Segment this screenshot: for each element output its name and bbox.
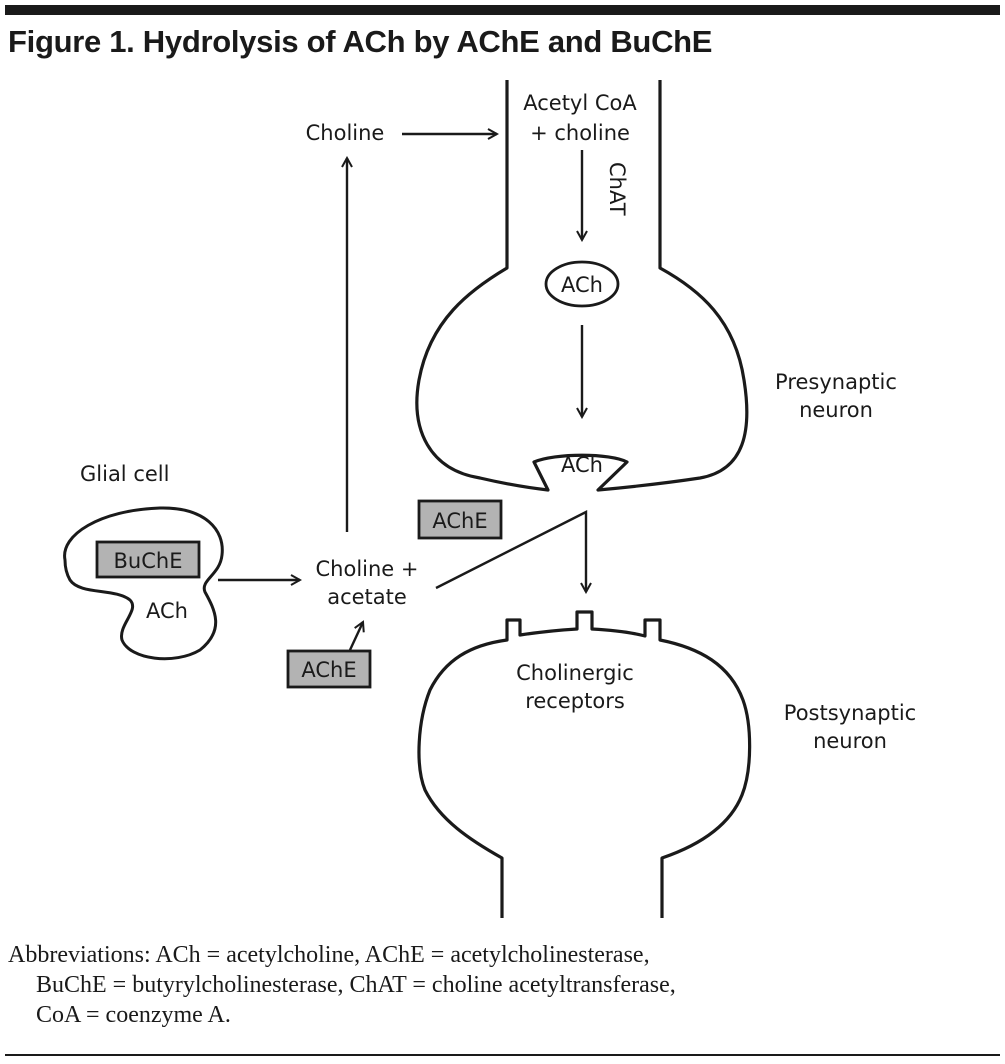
abbreviations-line-1: Abbreviations: ACh = acetylcholine, AChE… [8, 942, 650, 968]
receptors-label: receptors [525, 689, 625, 713]
choline-acetate-label: Choline + [316, 557, 419, 581]
acetyl-coa-choline-label: + choline [530, 121, 630, 145]
ach-vesicle-label: ACh [561, 273, 603, 297]
abbreviations: Abbreviations: ACh = acetylcholine, AChE… [8, 940, 998, 1030]
ach-glial-label: ACh [146, 599, 188, 623]
abbreviations-line-2: BuChE = butyrylcholinesterase, ChAT = ch… [36, 972, 676, 998]
receptor-3 [645, 620, 660, 637]
ache-box-synapse [417, 499, 503, 540]
ache-bottom-label: AChE [301, 658, 356, 682]
choline-label: Choline [306, 121, 385, 145]
glial-cell-label: Glial cell [80, 462, 169, 486]
receptor-1 [507, 620, 520, 636]
ache-box-bottom [286, 649, 372, 689]
acetyl-coa-label: Acetyl CoA [523, 91, 637, 115]
ache-bottom-arrow [348, 622, 363, 651]
top-rule [5, 5, 1000, 15]
glial-cell-outline [63, 506, 224, 661]
postsynaptic-neuron-label: neuron [813, 729, 887, 753]
acetate-label: acetate [327, 585, 407, 609]
ach-release-label: ACh [561, 453, 603, 477]
presynaptic-label: Presynaptic [775, 370, 897, 394]
ach-vesicle [544, 260, 620, 308]
diagram-canvas: ACh Acetyl CoA + choline ChAT ACh Presyn… [63, 80, 916, 918]
presynaptic-neuron-outline [415, 80, 749, 492]
bottom-rule [5, 1054, 1000, 1056]
postsynaptic-neuron-outline [417, 610, 752, 918]
receptor-2 [577, 612, 592, 629]
cholinergic-label: Cholinergic [516, 661, 634, 685]
buche-box [95, 540, 201, 579]
ache-hydrolysis-path [435, 510, 586, 592]
ache-synapse-label: AChE [432, 509, 487, 533]
abbreviations-line-3: CoA = coenzyme A. [36, 1002, 231, 1028]
chat-label: ChAT [605, 162, 629, 216]
figure-title: Figure 1. Hydrolysis of ACh by AChE and … [8, 24, 713, 59]
postsynaptic-label: Postsynaptic [784, 701, 916, 725]
presynaptic-neuron-label: neuron [799, 398, 873, 422]
buche-label: BuChE [114, 549, 183, 573]
